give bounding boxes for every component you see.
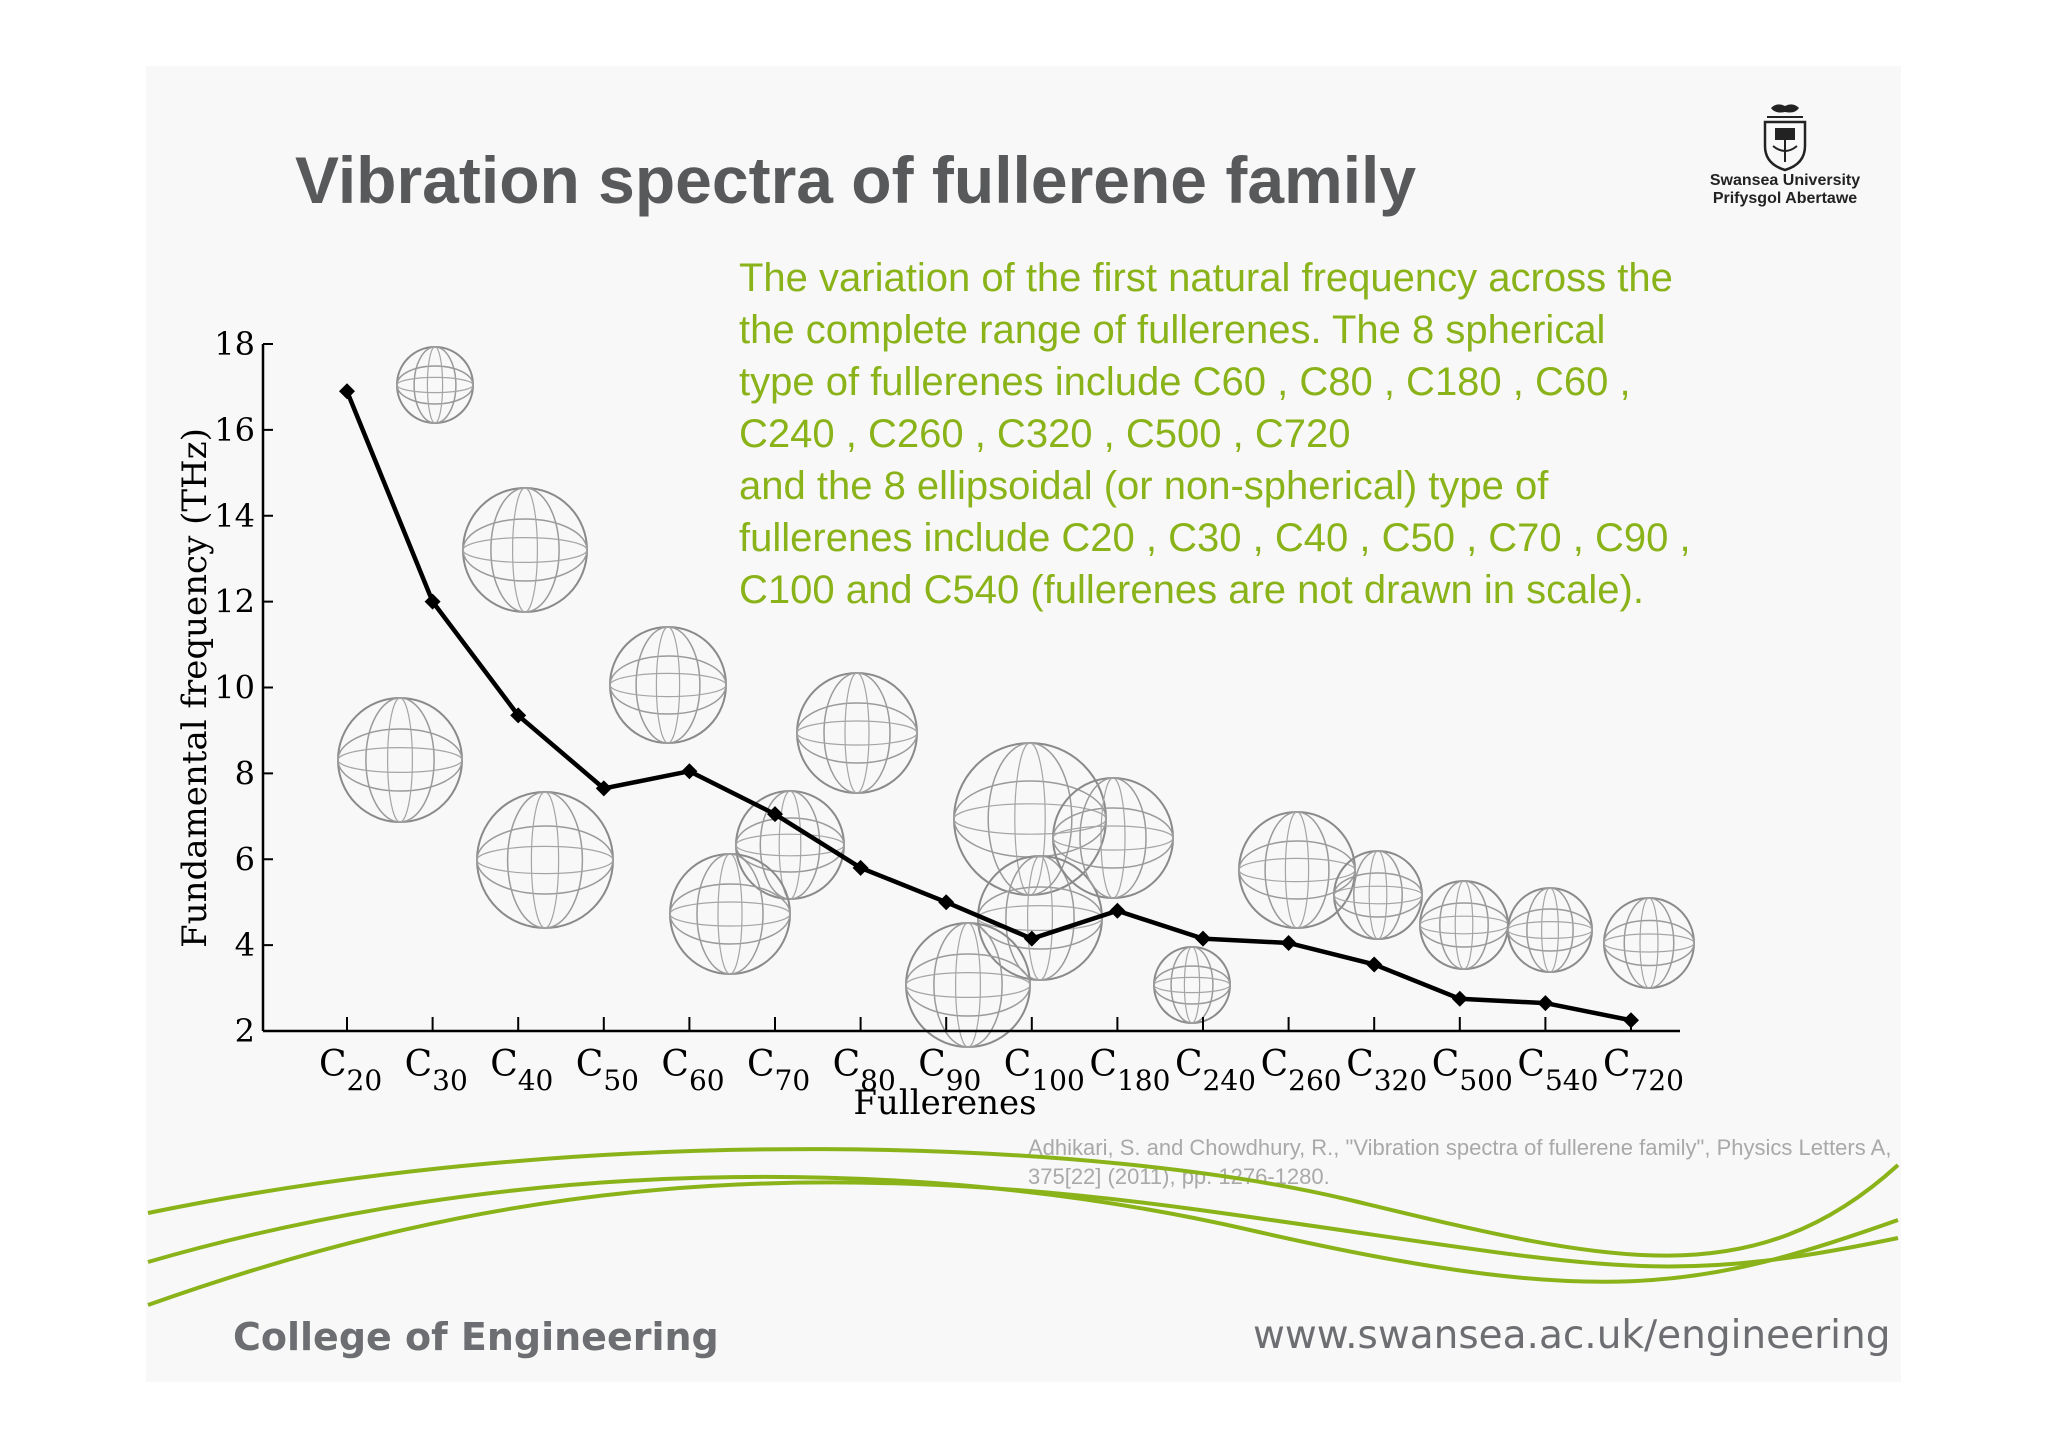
description-line: the complete range of fullerenes. The 8 … <box>739 308 1606 352</box>
description-line: The variation of the first natural frequ… <box>739 256 1673 300</box>
slide-title: Vibration spectra of fullerene family <box>295 143 1417 217</box>
university-name: Swansea University <box>1709 172 1861 189</box>
citation: Adhikari, S. and Chowdhury, R., "Vibrati… <box>1028 1135 1892 1189</box>
university-name-welsh: Prifysgol Abertawe <box>1712 190 1858 207</box>
description-line: C100 and C540 (fullerenes are not drawn … <box>739 568 1644 612</box>
footer-college: College of Engineering <box>233 1315 719 1359</box>
description-line: fullerenes include C20 , C30 , C40 , C50… <box>739 516 1691 560</box>
description-text: The variation of the first natural frequ… <box>739 252 1819 616</box>
footer-url[interactable]: www.swansea.ac.uk/engineering <box>1253 1313 1891 1358</box>
description-line: and the 8 ellipsoidal (or non-spherical)… <box>739 464 1549 508</box>
university-logo: Swansea University Prifysgol Abertawe <box>1690 100 1880 208</box>
description-line: type of fullerenes include C60 , C80 , C… <box>739 360 1631 404</box>
description-line: C240 , C260 , C320 , C500 , C720 <box>739 412 1351 456</box>
university-crest-icon <box>1763 104 1807 172</box>
